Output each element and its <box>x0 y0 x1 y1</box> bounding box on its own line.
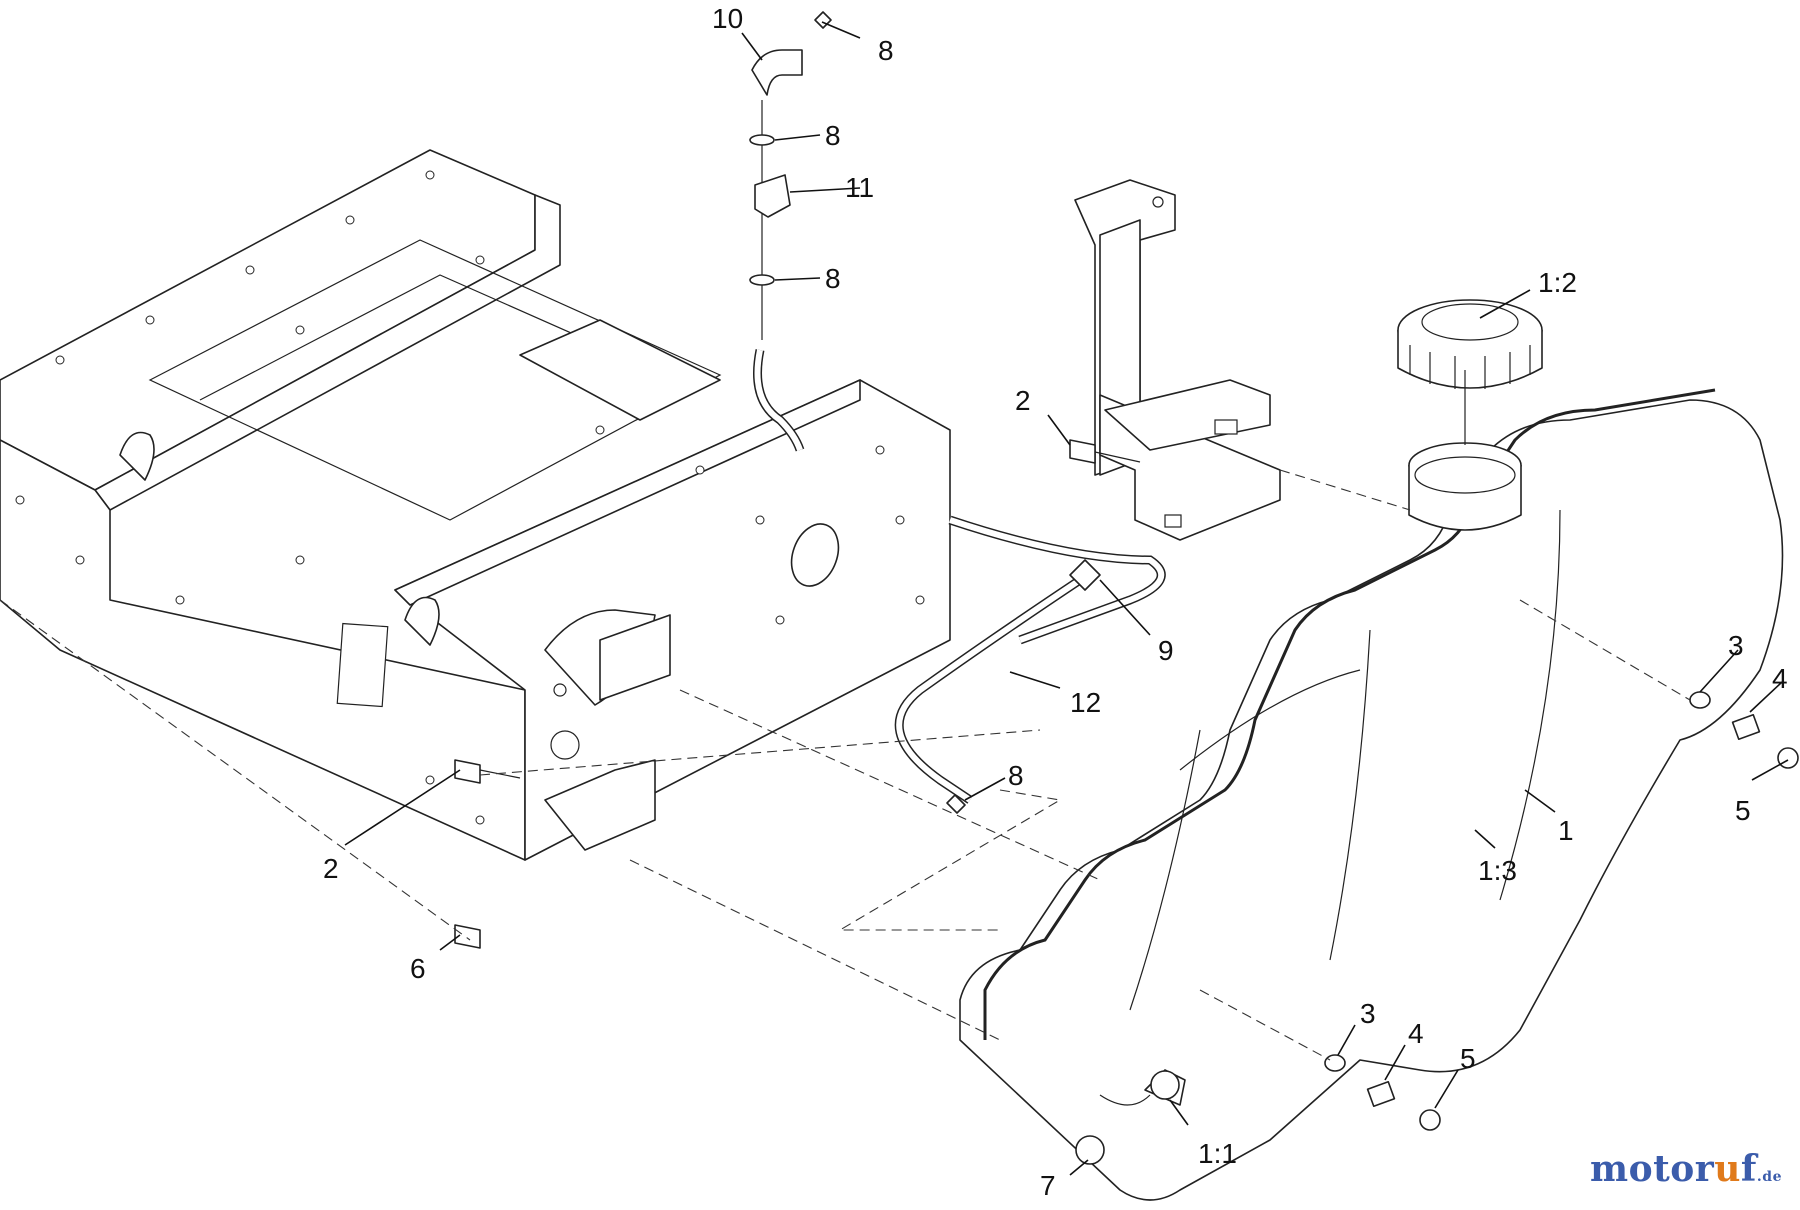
callouts: 10 8 8 11 8 1:2 2 9 12 8 3 4 5 1 1:3 2 6… <box>323 3 1788 1201</box>
callout-2: 2 <box>323 853 339 884</box>
callout-7: 7 <box>1040 1170 1056 1201</box>
callout-8: 8 <box>825 263 841 294</box>
callout-6: 6 <box>410 953 426 984</box>
fuel-tank <box>959 388 1784 1201</box>
callout-3: 3 <box>1728 630 1744 661</box>
alignment-lines <box>0 370 1691 1061</box>
watermark-accent: u <box>1714 1148 1741 1190</box>
callout-4: 4 <box>1772 663 1788 694</box>
callout-1-2: 1:2 <box>1538 267 1577 298</box>
watermark-suffix: .de <box>1756 1169 1782 1185</box>
fuel-cap <box>1397 299 1543 389</box>
watermark-tail: f <box>1740 1148 1757 1190</box>
leader-lines <box>344 21 1789 1176</box>
callout-2: 2 <box>1015 385 1031 416</box>
callout-11: 11 <box>845 172 874 203</box>
motoruf-watermark: motoruf.de <box>1590 1148 1782 1190</box>
callout-1-1: 1:1 <box>1198 1138 1237 1169</box>
callout-5: 5 <box>1460 1043 1476 1074</box>
callout-1: 1 <box>1558 815 1574 846</box>
callout-12: 12 <box>1070 687 1101 718</box>
callout-8: 8 <box>1008 760 1024 791</box>
callout-8: 8 <box>825 120 841 151</box>
callout-9: 9 <box>1158 635 1174 666</box>
watermark-main: motor <box>1590 1148 1715 1190</box>
fuel-line <box>749 11 1166 814</box>
tank-bracket <box>1074 179 1281 541</box>
chassis-frame <box>0 149 951 861</box>
callout-5: 5 <box>1735 795 1751 826</box>
callout-10: 10 <box>712 3 743 34</box>
callout-3: 3 <box>1360 998 1376 1029</box>
callout-8: 8 <box>878 35 894 66</box>
callout-1-3: 1:3 <box>1478 855 1517 886</box>
callout-4: 4 <box>1408 1018 1424 1049</box>
hardware <box>454 439 1799 1131</box>
